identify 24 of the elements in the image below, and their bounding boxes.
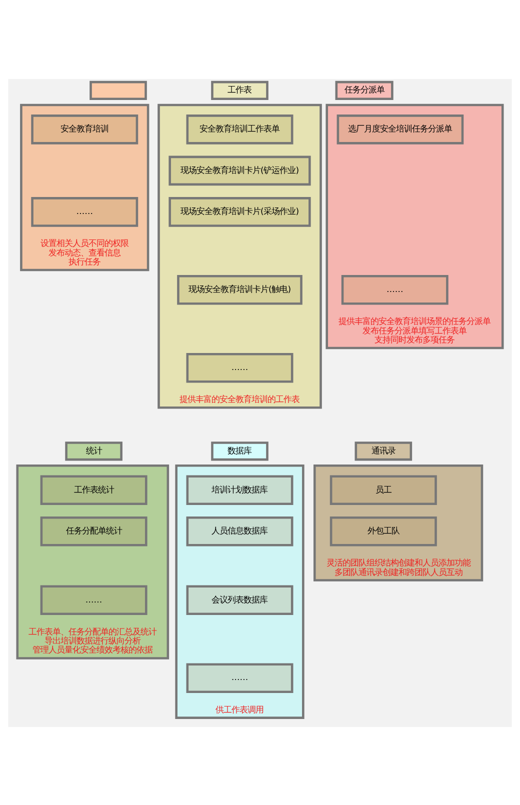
node-box: 工作表 — [211, 80, 268, 100]
node-box: …… — [341, 274, 448, 304]
node-box: 员工 — [330, 474, 437, 505]
node-box: 安全教育培训工作表单 — [186, 114, 294, 144]
node-box: 工作表统计 — [40, 474, 148, 505]
node-box: 安全教育培训 — [31, 114, 138, 144]
node-box: 通讯录 — [354, 441, 412, 460]
node-box: 现场安全教育培训卡片(采场作业) — [168, 196, 311, 226]
node-box: …… — [186, 352, 294, 382]
node-box: 选厂月度安全培训任务分派单 — [336, 114, 464, 144]
node-box: 统计 — [65, 441, 122, 460]
node-box: 现场安全教育培训卡片(触电) — [177, 274, 302, 304]
node-box: 数据库 — [211, 441, 268, 460]
node-box: …… — [31, 196, 138, 226]
node-box: 会议列表数据库 — [186, 584, 294, 615]
node-box: 任务分配单统计 — [40, 516, 148, 546]
node-box: …… — [186, 662, 294, 692]
node-box: 任务分派单 — [335, 80, 394, 100]
node-box: 培训计划数据库 — [186, 474, 294, 505]
node-box: …… — [40, 584, 148, 615]
node-box: 现场安全教育培训卡片(铲运作业) — [168, 155, 311, 186]
node-box: 外包工队 — [330, 516, 437, 546]
node-box — [90, 80, 147, 100]
node-box: 人员信息数据库 — [186, 516, 294, 546]
